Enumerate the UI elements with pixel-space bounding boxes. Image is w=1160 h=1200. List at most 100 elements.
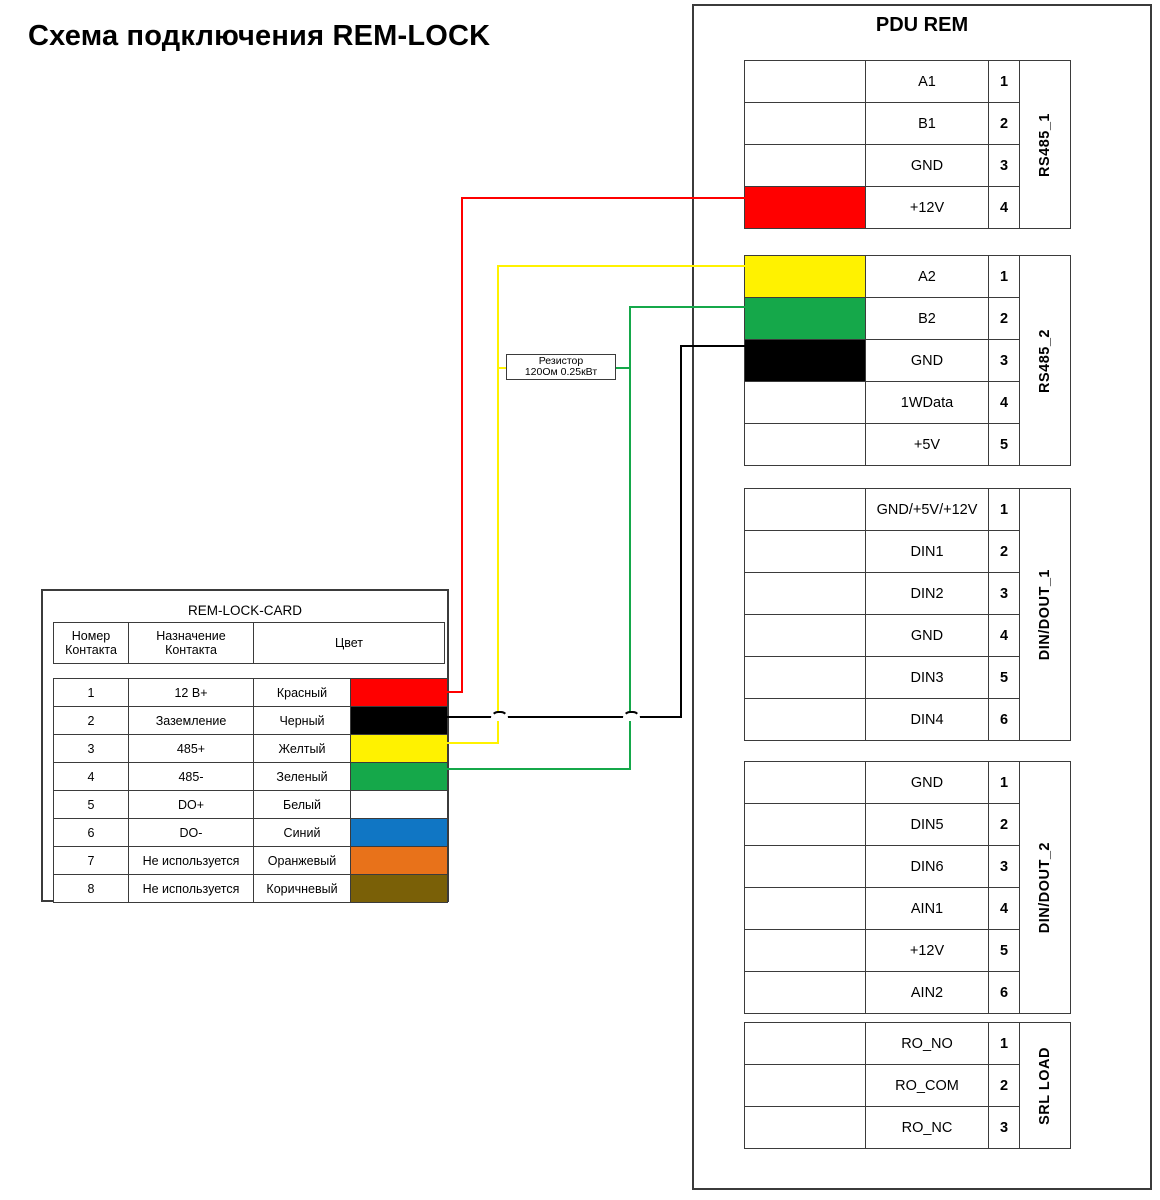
wire-green-top-horizontal — [629, 306, 746, 308]
pin-name: AIN1 — [865, 887, 989, 930]
pin-name: 1WData — [865, 381, 989, 424]
card-pin-function: DO+ — [128, 790, 254, 819]
wire-color-swatch — [744, 144, 866, 187]
card-header-fn-line1: Назначение — [156, 628, 226, 643]
pin-number: 3 — [988, 1106, 1020, 1149]
card-pin-function: 485+ — [128, 734, 254, 763]
pin-name: DIN2 — [865, 572, 989, 615]
pin-number: 2 — [988, 530, 1020, 573]
connector-block-label: DIN/DOUT_1 — [1019, 488, 1071, 741]
resistor-line1: Резистор — [538, 354, 584, 367]
pin-name: DIN6 — [865, 845, 989, 888]
pin-number: 1 — [988, 761, 1020, 804]
connector-block-label-text: RS485_2 — [1037, 328, 1053, 393]
wire-yellow-card-horizontal — [436, 742, 499, 744]
wire-green-vertical — [629, 306, 631, 769]
card-pin-function: DO- — [128, 818, 254, 847]
resistor-label: Резистор 120Ом 0.25кВт — [506, 354, 616, 380]
page-title: Схема подключения REM-LOCK — [28, 20, 491, 52]
card-header-num-line2: Контакта — [65, 643, 117, 657]
wire-black-vertical — [680, 345, 682, 717]
wire-color-swatch — [744, 614, 866, 657]
card-pin-color-name: Коричневый — [253, 874, 351, 903]
connector-block-label-text: SRL LOAD — [1037, 1046, 1053, 1125]
wire-color-swatch — [744, 102, 866, 145]
card-pin-color-name: Белый — [253, 790, 351, 819]
card-header-fn-line2: Контакта — [165, 643, 217, 657]
wire-color-swatch — [744, 572, 866, 615]
card-pin-number: 8 — [53, 874, 129, 903]
card-header-color: Цвет — [253, 622, 445, 664]
pin-name: GND/+5V/+12V — [865, 488, 989, 531]
card-pin-function: 12 В+ — [128, 678, 254, 707]
wire-red-card-horizontal — [436, 691, 463, 693]
pin-number: 6 — [988, 971, 1020, 1014]
card-header-function: Назначение Контакта — [128, 622, 254, 664]
pin-number: 3 — [988, 144, 1020, 187]
pin-number: 1 — [988, 488, 1020, 531]
wire-red-vertical — [461, 197, 463, 693]
wire-color-swatch — [744, 255, 866, 298]
pin-number: 3 — [988, 339, 1020, 382]
card-pin-number: 1 — [53, 678, 129, 707]
wire-color-swatch — [744, 186, 866, 229]
wire-color-swatch — [744, 761, 866, 804]
wire-color-swatch — [744, 60, 866, 103]
card-pin-number: 4 — [53, 762, 129, 791]
pdu-title: PDU REM — [875, 14, 969, 36]
card-pin-number: 2 — [53, 706, 129, 735]
resistor-line2: 120Ом 0.25кВт — [524, 366, 598, 378]
pin-name: B2 — [865, 297, 989, 340]
pin-number: 3 — [988, 572, 1020, 615]
pin-number: 3 — [988, 845, 1020, 888]
pin-name: AIN2 — [865, 971, 989, 1014]
card-wire-color-swatch — [350, 734, 448, 763]
card-pin-color-name: Оранжевый — [253, 846, 351, 875]
pin-number: 5 — [988, 656, 1020, 699]
card-header-num: Номер Контакта — [53, 622, 129, 664]
pin-number: 1 — [988, 1022, 1020, 1065]
pin-number: 4 — [988, 381, 1020, 424]
pin-number: 5 — [988, 929, 1020, 972]
wire-black-card-horizontal — [436, 716, 682, 718]
wire-color-swatch — [744, 530, 866, 573]
pin-name: RO_NC — [865, 1106, 989, 1149]
wire-color-swatch — [744, 297, 866, 340]
card-pin-function: 485- — [128, 762, 254, 791]
pin-name: GND — [865, 614, 989, 657]
wire-color-swatch — [744, 1022, 866, 1065]
wire-color-swatch — [744, 929, 866, 972]
card-header-table: Номер Контакта Назначение Контакта Цвет — [53, 622, 445, 664]
card-title: REM-LOCK-CARD — [187, 603, 302, 618]
card-pin-number: 7 — [53, 846, 129, 875]
card-pin-color-name: Синий — [253, 818, 351, 847]
card-pin-number: 3 — [53, 734, 129, 763]
pin-number: 2 — [988, 803, 1020, 846]
wire-color-swatch — [744, 1064, 866, 1107]
pin-name: GND — [865, 339, 989, 382]
wire-color-swatch — [744, 887, 866, 930]
card-wire-color-swatch — [350, 678, 448, 707]
